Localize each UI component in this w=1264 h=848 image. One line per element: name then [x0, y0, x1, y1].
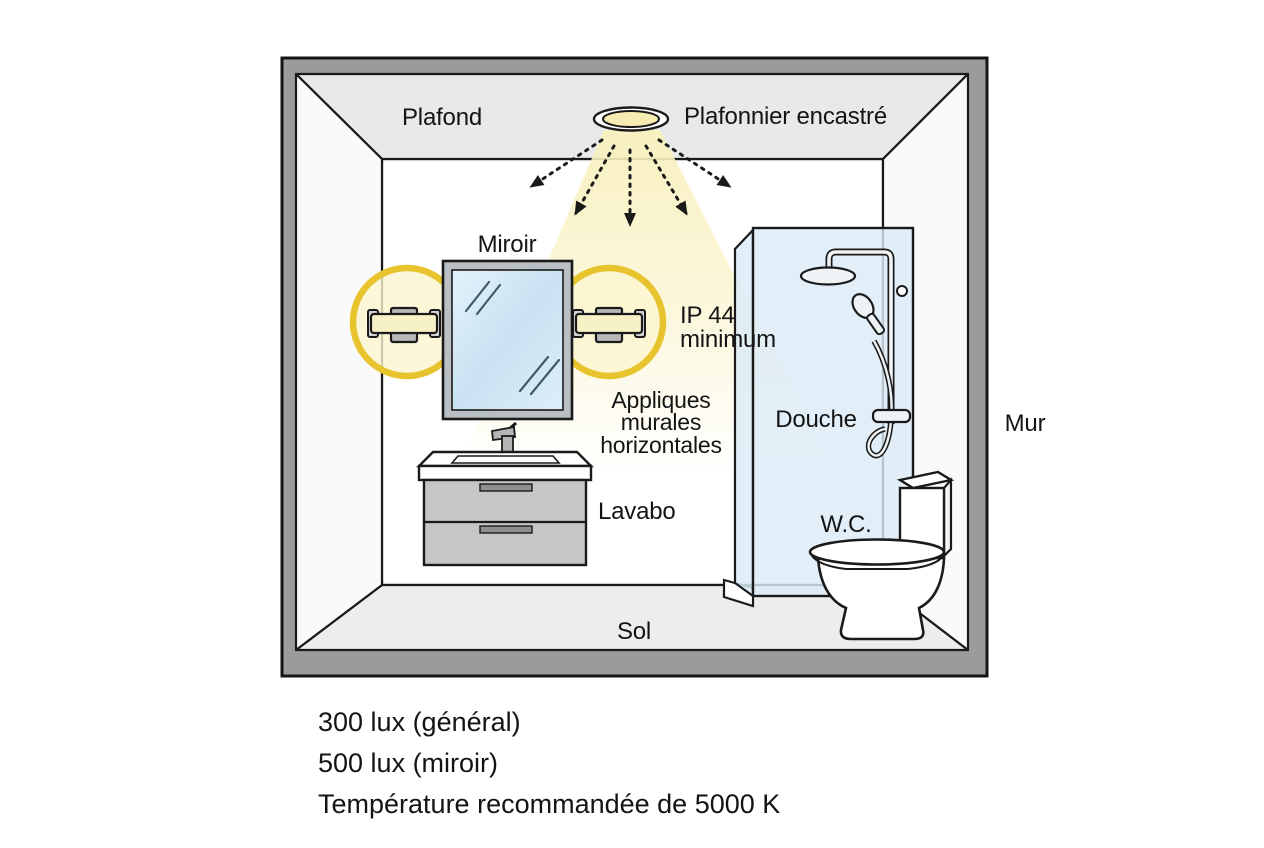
light-ray-5 — [657, 138, 732, 188]
mirror-glass — [451, 269, 564, 411]
label-ip-rating-line1: IP 44 — [680, 302, 735, 329]
toilet-rim-line — [811, 555, 944, 570]
toilet-icon — [808, 470, 955, 641]
label-floor: Sol — [617, 618, 651, 645]
spec-general-lux: 300 lux (général) — [318, 707, 521, 737]
counter-top — [416, 450, 594, 468]
toilet-seat — [808, 538, 946, 566]
drawer-handle-bottom — [479, 525, 533, 534]
shower-glass-side — [733, 227, 755, 599]
light-ray-1 — [529, 138, 604, 188]
label-sconces-line3: horizontales — [600, 432, 722, 458]
light-ray-arrows — [529, 138, 732, 227]
faucet-icon — [491, 421, 517, 456]
vanity-sink-icon — [416, 421, 594, 567]
label-mirror: Miroir — [478, 231, 537, 258]
label-toilet: W.C. — [820, 511, 871, 538]
spec-mirror-lux: 500 lux (miroir) — [318, 748, 498, 778]
drawer-handle-top — [479, 483, 533, 492]
shower-icon — [722, 226, 915, 608]
lighting-specs: 300 lux (général) 500 lux (miroir) Tempé… — [318, 707, 780, 819]
spec-color-temperature: Température recommandée de 5000 K — [318, 789, 780, 819]
label-ceiling-light: Plafonnier encastré — [684, 103, 887, 130]
slider-bar — [871, 408, 912, 424]
recessed-ceiling-light-icon — [592, 106, 670, 132]
label-ceiling: Plafond — [402, 104, 482, 131]
label-shower: Douche — [775, 406, 857, 433]
left-wall — [294, 72, 384, 652]
shower-knob — [896, 285, 908, 297]
label-sconces-line2: murales — [621, 409, 701, 435]
rain-shower-head — [799, 266, 857, 286]
wall-sconce-left-icon — [367, 306, 441, 344]
wall-sconce-right-icon — [572, 306, 646, 344]
hand-shower — [851, 293, 886, 336]
label-sink: Lavabo — [598, 498, 676, 525]
label-wall: Mur — [1005, 410, 1046, 437]
label-sconces-line1: Appliques — [611, 387, 710, 413]
mirror-reflection-lines — [464, 280, 561, 396]
mirror-icon — [441, 259, 574, 421]
toilet-bowl — [816, 556, 946, 641]
basin-outline — [450, 455, 561, 464]
shower-column-icon — [799, 248, 912, 459]
label-ip-rating-line2: minimum — [680, 326, 776, 353]
counter-edge — [417, 464, 593, 482]
